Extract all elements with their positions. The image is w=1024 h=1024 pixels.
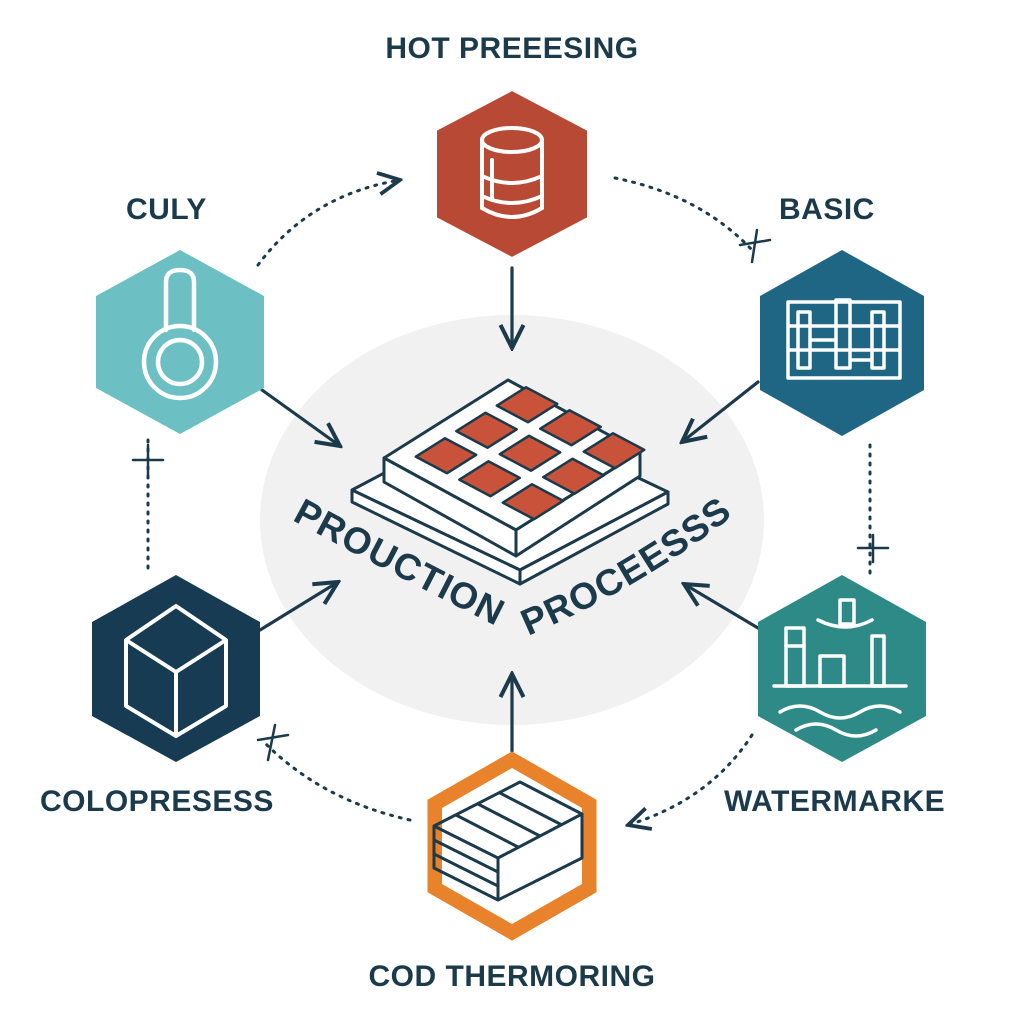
label-hot-preeesing: HOT PREEESING bbox=[385, 32, 639, 65]
hexagon-top-right bbox=[760, 250, 924, 436]
node-top-right bbox=[760, 250, 924, 436]
center-tiles bbox=[414, 386, 646, 521]
tray-tile bbox=[498, 434, 562, 472]
scaffold-frame-icon bbox=[786, 298, 902, 380]
arrow-bottomleft-to-center bbox=[258, 582, 338, 632]
node-top bbox=[435, 88, 589, 260]
label-cod-thermoring: COD THERMORING bbox=[368, 960, 656, 993]
hexagon-bottom-right bbox=[758, 575, 926, 762]
label-basic: BASIC bbox=[779, 193, 875, 226]
node-top-left bbox=[96, 250, 264, 434]
tray-tile bbox=[582, 432, 646, 470]
connector-bottom-to-bottomleft bbox=[260, 738, 412, 822]
connector-top-to-topright bbox=[613, 176, 754, 252]
hexagon-bottom-left bbox=[92, 575, 260, 762]
tray-tile bbox=[495, 386, 559, 424]
thermometer-icon bbox=[141, 267, 219, 401]
node-bottom-right bbox=[758, 575, 926, 762]
arrow-topleft-to-center bbox=[260, 388, 340, 446]
cylinder-icon bbox=[480, 126, 544, 219]
connector-bottomright-to-bottom bbox=[628, 733, 754, 825]
tray-tile bbox=[455, 411, 518, 449]
label-culy: CULY bbox=[126, 193, 207, 226]
connector-ticks bbox=[131, 228, 890, 762]
node-bottom-left bbox=[92, 575, 260, 762]
tray-tile bbox=[539, 409, 602, 447]
cube-icon bbox=[124, 604, 228, 738]
tray-tile bbox=[542, 457, 605, 495]
label-colopresess: COLOPRESESS bbox=[40, 785, 274, 818]
hexagon-top bbox=[435, 88, 589, 260]
node-bottom bbox=[427, 751, 597, 941]
water-plant-icon bbox=[772, 598, 908, 738]
tray-tile bbox=[501, 483, 565, 521]
arrow-topright-to-center bbox=[682, 380, 760, 442]
layered-slab-icon bbox=[432, 780, 584, 902]
tray-tile bbox=[458, 460, 521, 498]
connector-topleft-to-top bbox=[256, 180, 400, 267]
tray-tile bbox=[414, 437, 478, 475]
label-watermarke: WATERMARKE bbox=[724, 785, 946, 818]
arrow-bottomright-to-center bbox=[684, 584, 760, 630]
flow-arrows bbox=[258, 266, 760, 754]
